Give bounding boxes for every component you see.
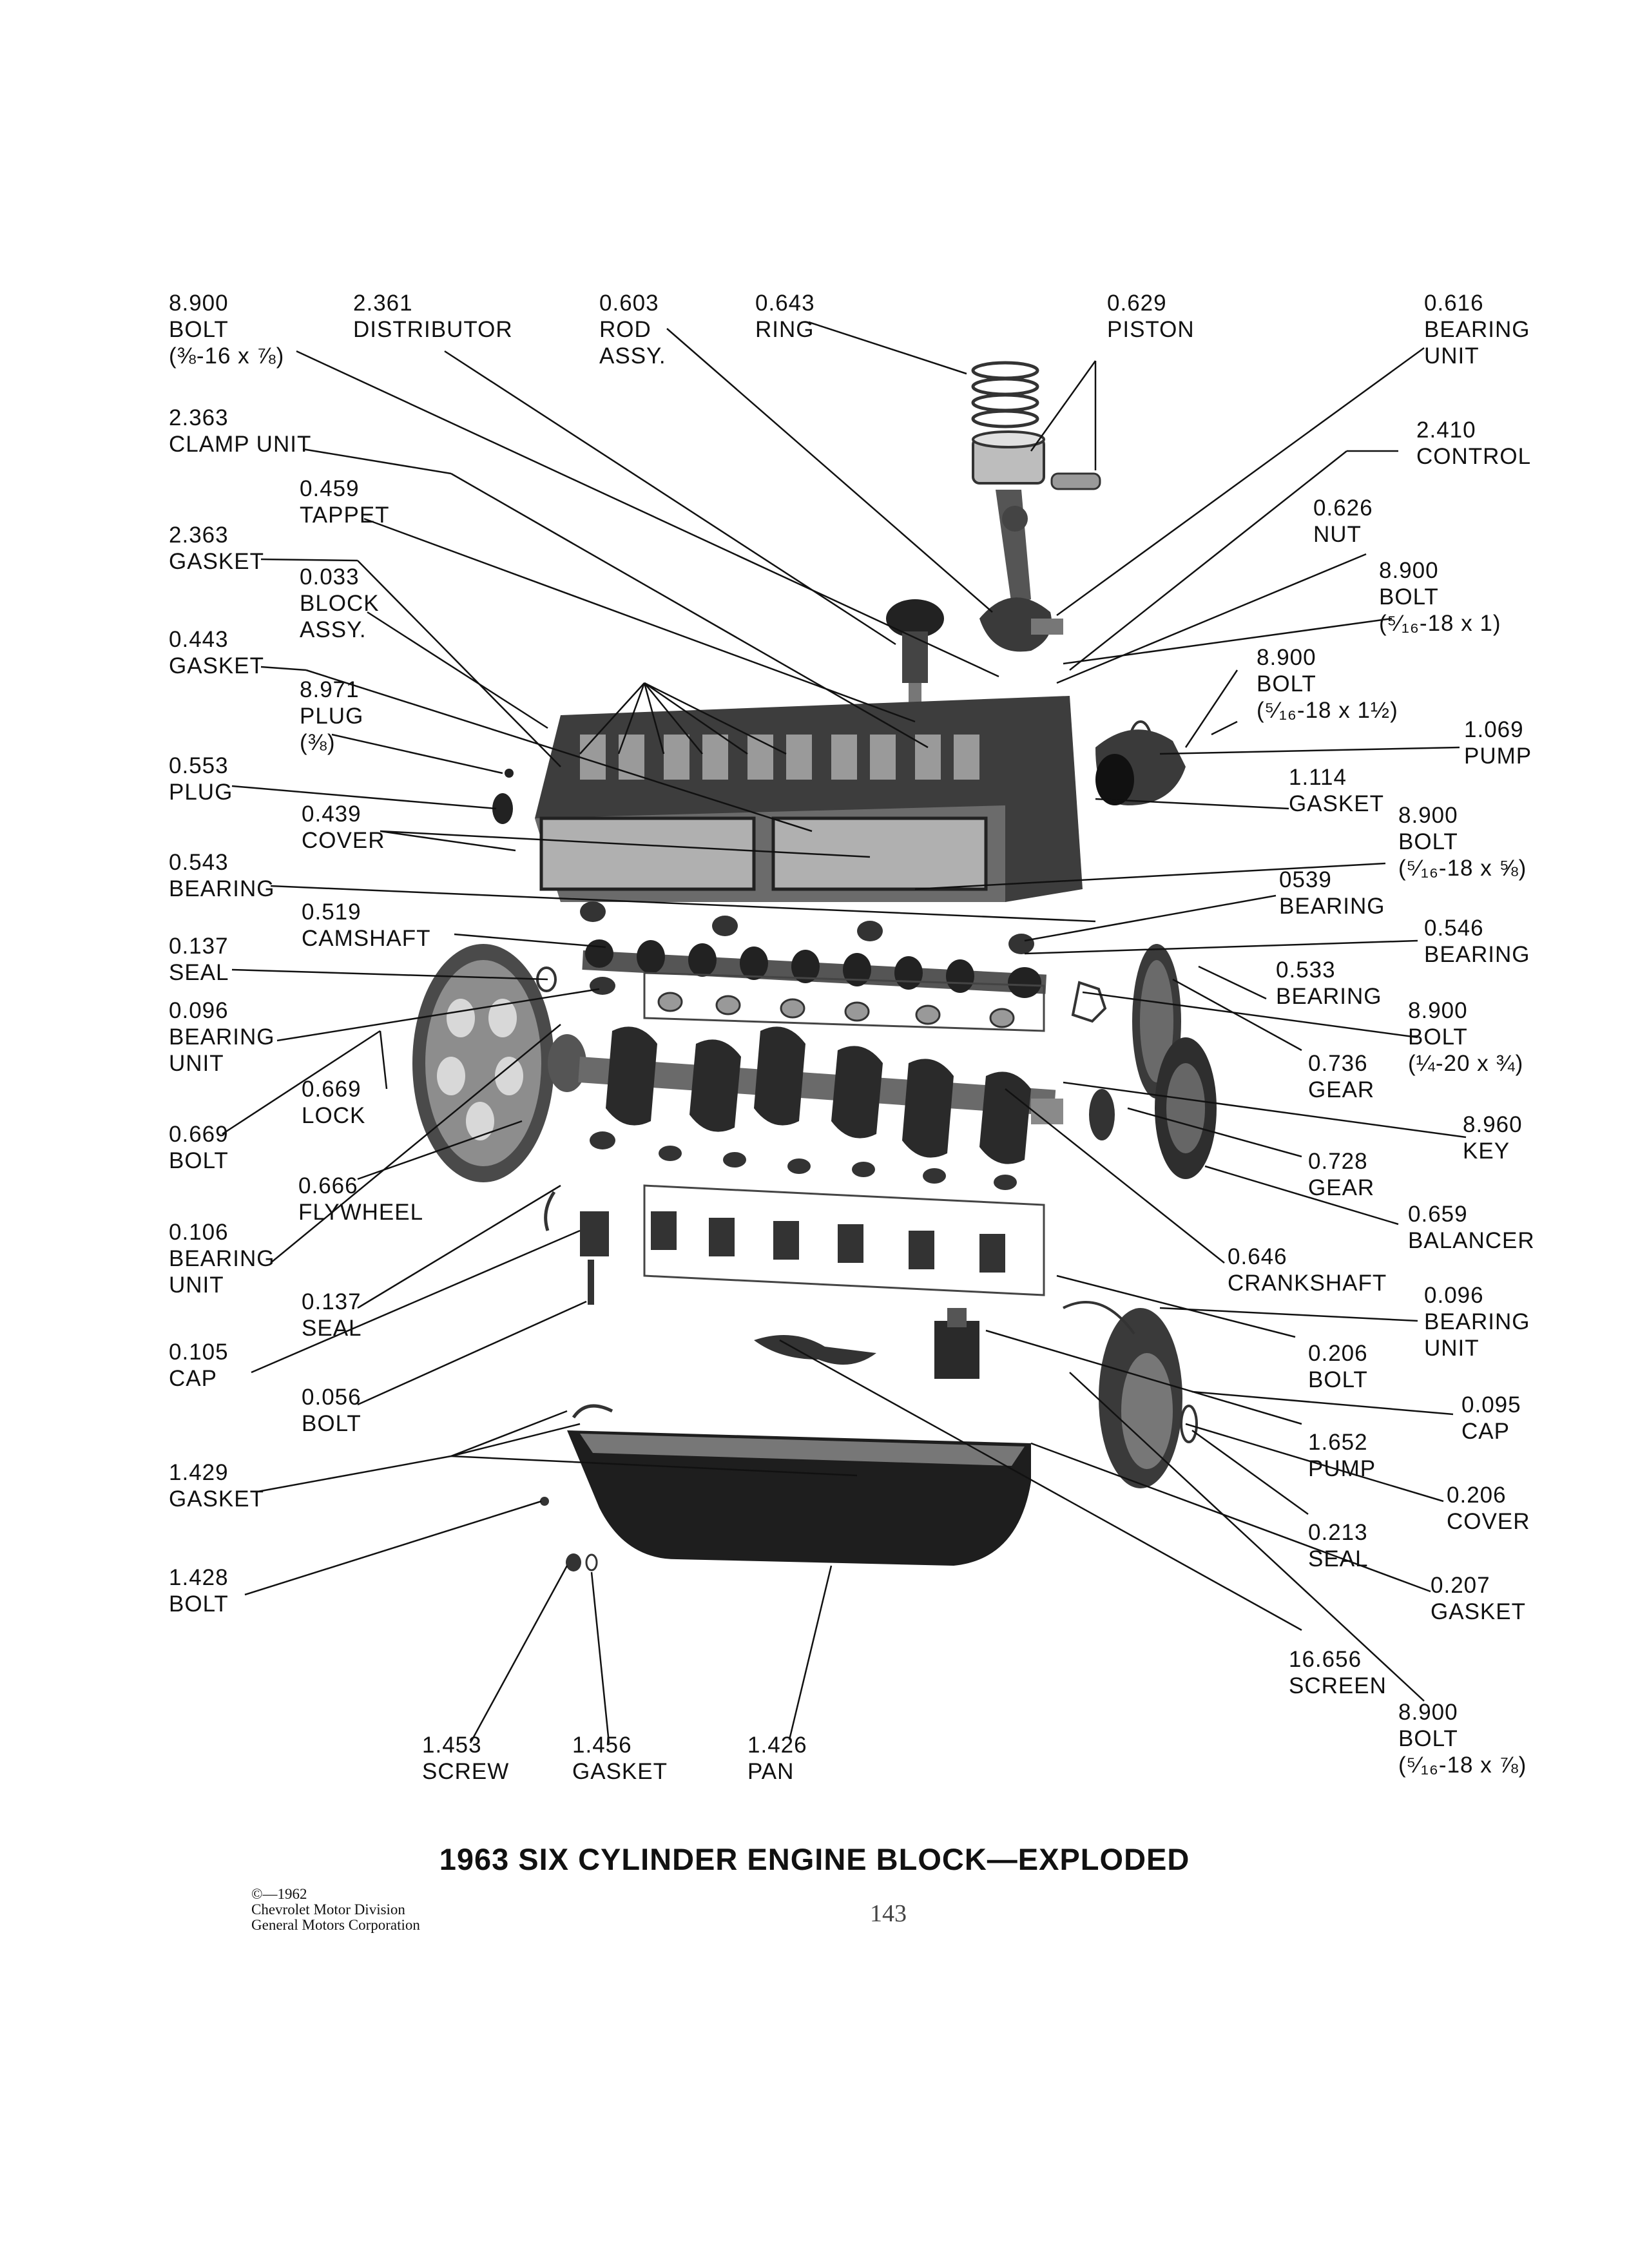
connecting-rod-drawing xyxy=(979,490,1063,652)
figure-title: 1963 SIX CYLINDER ENGINE BLOCK—EXPLODED xyxy=(439,1842,1190,1876)
oil-pan-drawing xyxy=(540,1404,1031,1571)
copyright-line: ©—1962 xyxy=(251,1886,307,1902)
copyright-line: General Motors Corporation xyxy=(251,1917,420,1933)
cam-bearings-drawing xyxy=(580,901,1034,954)
camshaft-drawing xyxy=(582,939,1047,998)
water-pump-drawing xyxy=(1095,729,1186,805)
lower-main-bearings-drawing xyxy=(590,1131,1017,1190)
main-caps-drawing xyxy=(544,1184,1045,1305)
balancer-drawing xyxy=(1155,1037,1217,1179)
oil-pump-drawing xyxy=(754,1308,979,1379)
copyright-notice: ©—1962 Chevrolet Motor Division General … xyxy=(251,1887,420,1933)
piston-drawing xyxy=(972,430,1101,490)
leader-lines xyxy=(222,321,1467,1744)
plug-drawing xyxy=(492,769,514,824)
crankshaft-drawing xyxy=(548,1026,1063,1164)
engine-block-drawing xyxy=(535,696,1153,902)
crank-gear-drawing xyxy=(1089,1089,1115,1140)
ring-set-drawing xyxy=(971,361,1039,428)
timing-cover-drawing xyxy=(1063,1301,1198,1488)
page-number: 143 xyxy=(870,1900,907,1927)
copyright-line: Chevrolet Motor Division xyxy=(251,1901,405,1917)
